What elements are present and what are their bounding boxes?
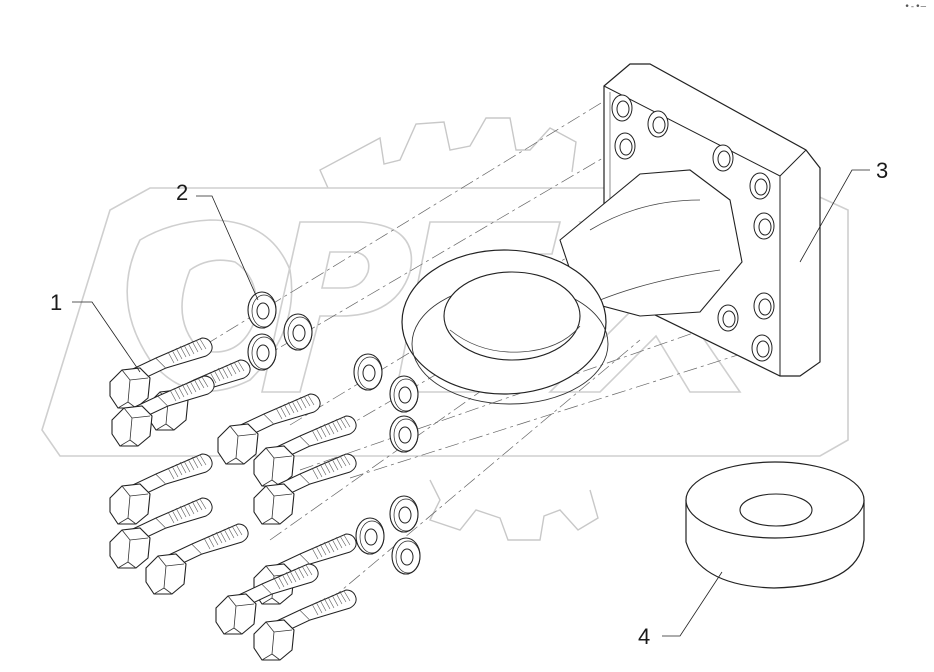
leader-lines	[72, 169, 870, 637]
callout-2: 2	[176, 180, 188, 205]
callout-1: 1	[50, 290, 62, 315]
callout-3: 3	[876, 158, 888, 183]
watermark-gear	[319, 117, 599, 541]
towing-eye-assembly	[401, 63, 821, 405]
corner-mark: •-•—	[904, 2, 926, 12]
callout-4: 4	[638, 624, 650, 649]
spacer-ring	[685, 461, 865, 589]
